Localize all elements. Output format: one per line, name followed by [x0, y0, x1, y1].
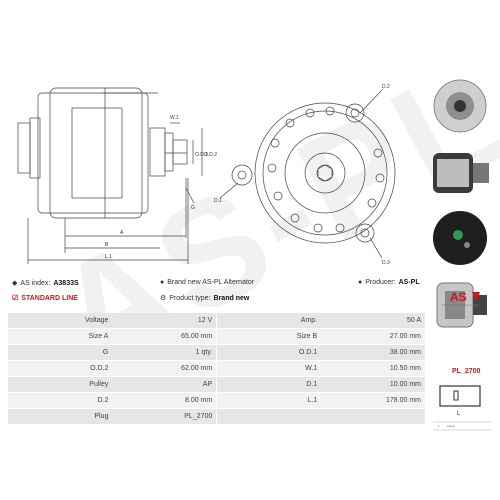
label-d3: D.3	[382, 260, 390, 266]
label-a: A	[120, 230, 124, 236]
svg-text:AS: AS	[450, 290, 467, 304]
technical-drawing: D.2 D.3 D.1 W.1 O.D.1 O.D.2 G A B L.1	[17, 84, 396, 266]
spec-label: O.D.1	[216, 344, 322, 361]
spec-value: 50 A	[321, 313, 427, 329]
logo-tagline: Alternators, Starters & Parts	[442, 303, 480, 307]
producer-value: AS-PL	[398, 279, 420, 286]
producer-info: ● Producer: AS-PL	[358, 279, 420, 286]
standard-line-info: ☑ STANDARD LINE	[12, 294, 78, 303]
pin-label: L	[457, 411, 461, 417]
standard-line-label: STANDARD LINE	[21, 294, 78, 302]
checkbox-icon: ☑	[12, 295, 19, 302]
spec-value: 1 qty.	[112, 344, 218, 361]
product-photo-front[interactable]	[425, 75, 495, 137]
product-thumbnails	[425, 75, 495, 339]
product-photo-rear[interactable]	[425, 207, 495, 269]
spec-label: Amp.	[216, 313, 322, 329]
label-d1: D.1	[214, 198, 222, 204]
product-photo-side[interactable]	[425, 141, 495, 203]
plug-diagram: L 1 Lamp	[433, 385, 492, 431]
spec-label: Pulley	[8, 376, 113, 393]
spec-label: G	[8, 344, 113, 361]
spec-value: 8.00 mm	[112, 392, 218, 409]
spec-value: 10.50 mm	[321, 360, 427, 377]
product-photo-angle[interactable]	[425, 273, 495, 335]
spec-label: Size A	[8, 328, 113, 345]
spec-value: 12 V	[112, 313, 218, 329]
legend-number: 1	[438, 424, 440, 428]
spec-value: 27.00 mm	[321, 328, 427, 345]
spec-value	[321, 408, 427, 425]
spec-label: Voltage	[8, 313, 113, 329]
brand-info: ● Brand new AS-PL Alternator	[160, 279, 255, 286]
plug-code: PL_2700	[452, 368, 481, 375]
spec-value: 62.00 mm	[112, 360, 218, 377]
spec-label: D.1	[216, 376, 322, 393]
spec-value: 10.00 mm	[321, 376, 427, 393]
spec-value: 65.00 mm	[112, 328, 218, 345]
as-logo: AS	[450, 290, 480, 304]
label-l1: L.1	[105, 254, 112, 260]
spec-value: PL_2700	[112, 408, 218, 425]
spec-value: 38.00 mm	[321, 344, 427, 361]
spec-label: Plug	[8, 408, 113, 425]
spec-value: 178.00 mm	[321, 392, 427, 409]
spec-value: AP	[112, 376, 218, 393]
spec-label: O.D.2	[8, 360, 113, 377]
label-w1: W.1	[170, 115, 179, 121]
legend-text: Lamp	[447, 424, 455, 428]
gear-icon: ⚙	[160, 295, 167, 302]
spec-label: L.1	[216, 392, 322, 409]
tag-icon: ◆	[12, 280, 18, 287]
pin-icon: ●	[358, 279, 363, 286]
spec-label	[216, 408, 322, 425]
label-g: G	[191, 205, 195, 211]
spec-label: Size B	[216, 328, 322, 345]
product-type-value: Brand new	[213, 294, 250, 302]
label-od1: O.D.1	[195, 152, 208, 158]
info-icon: ●	[160, 279, 165, 286]
label-d2: D.2	[382, 84, 390, 90]
spec-label: W.1	[216, 360, 322, 377]
as-index-info: ◆ AS index: A3833S	[12, 279, 79, 288]
as-index-value: A3833S	[53, 279, 79, 287]
spec-label: D.2	[8, 392, 113, 409]
product-type-info: ⚙ Product type: Brand new	[160, 294, 250, 303]
label-od2: O.D.2	[204, 152, 217, 158]
label-b: B	[105, 242, 109, 248]
